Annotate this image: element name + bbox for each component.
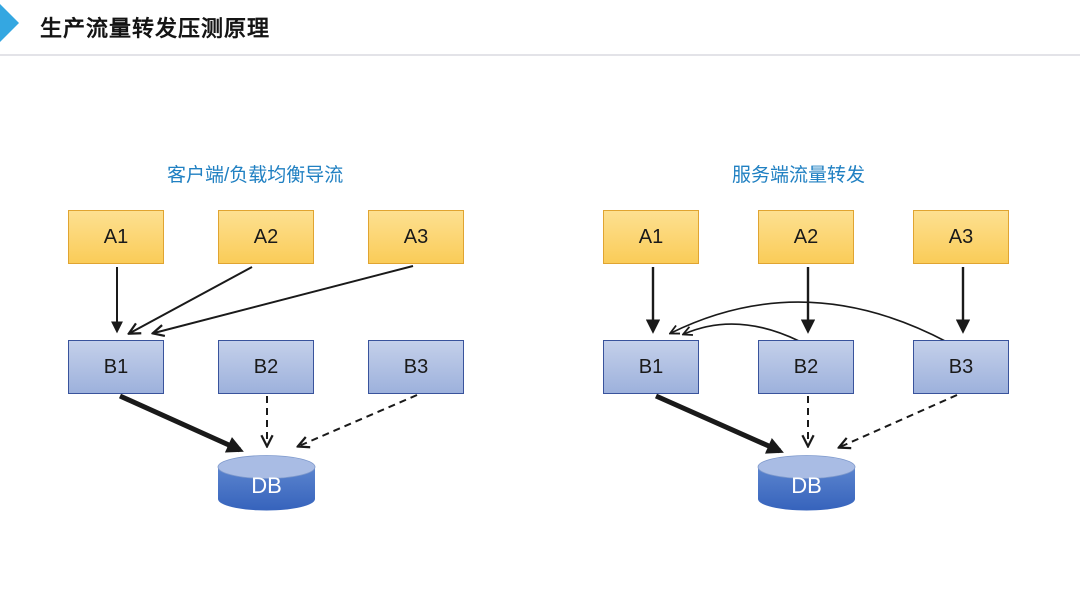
db-cylinder-right — [757, 455, 856, 511]
left-diagram-heading: 客户端/负载均衡导流 — [167, 165, 344, 186]
right-node-b3: B3 — [913, 340, 1009, 394]
arrow-left-b3-db-dashed — [299, 394, 418, 446]
arrow-left-a2-b1 — [130, 266, 253, 333]
arrow-right-b3-db-dashed — [840, 394, 958, 447]
page-title: 生产流量转发压测原理 — [40, 16, 271, 41]
left-node-a1: A1 — [68, 210, 164, 264]
right-node-a2: A2 — [758, 210, 854, 264]
arrow-left-a3-b1 — [154, 265, 414, 333]
left-node-b2: B2 — [218, 340, 314, 394]
right-db-label: DB — [791, 473, 822, 498]
right-node-b2: B2 — [758, 340, 854, 394]
arrow-right-b3-b1-curve — [671, 301, 948, 343]
left-node-a2: A2 — [218, 210, 314, 264]
left-node-a3: A3 — [368, 210, 464, 264]
title-divider — [0, 54, 1080, 56]
right-node-a1: A1 — [603, 210, 699, 264]
db-cylinder-left — [217, 455, 316, 511]
left-db-label: DB — [251, 473, 282, 498]
right-node-b1: B1 — [603, 340, 699, 394]
left-node-b1: B1 — [68, 340, 164, 394]
arrow-right-b2-b1-curve — [684, 323, 800, 342]
left-node-b3: B3 — [368, 340, 464, 394]
right-diagram-heading: 服务端流量转发 — [732, 165, 866, 186]
right-node-a3: A3 — [913, 210, 1009, 264]
arrow-left-b1-db-thick — [118, 393, 244, 453]
arrow-right-b1-db-thick — [654, 393, 784, 454]
